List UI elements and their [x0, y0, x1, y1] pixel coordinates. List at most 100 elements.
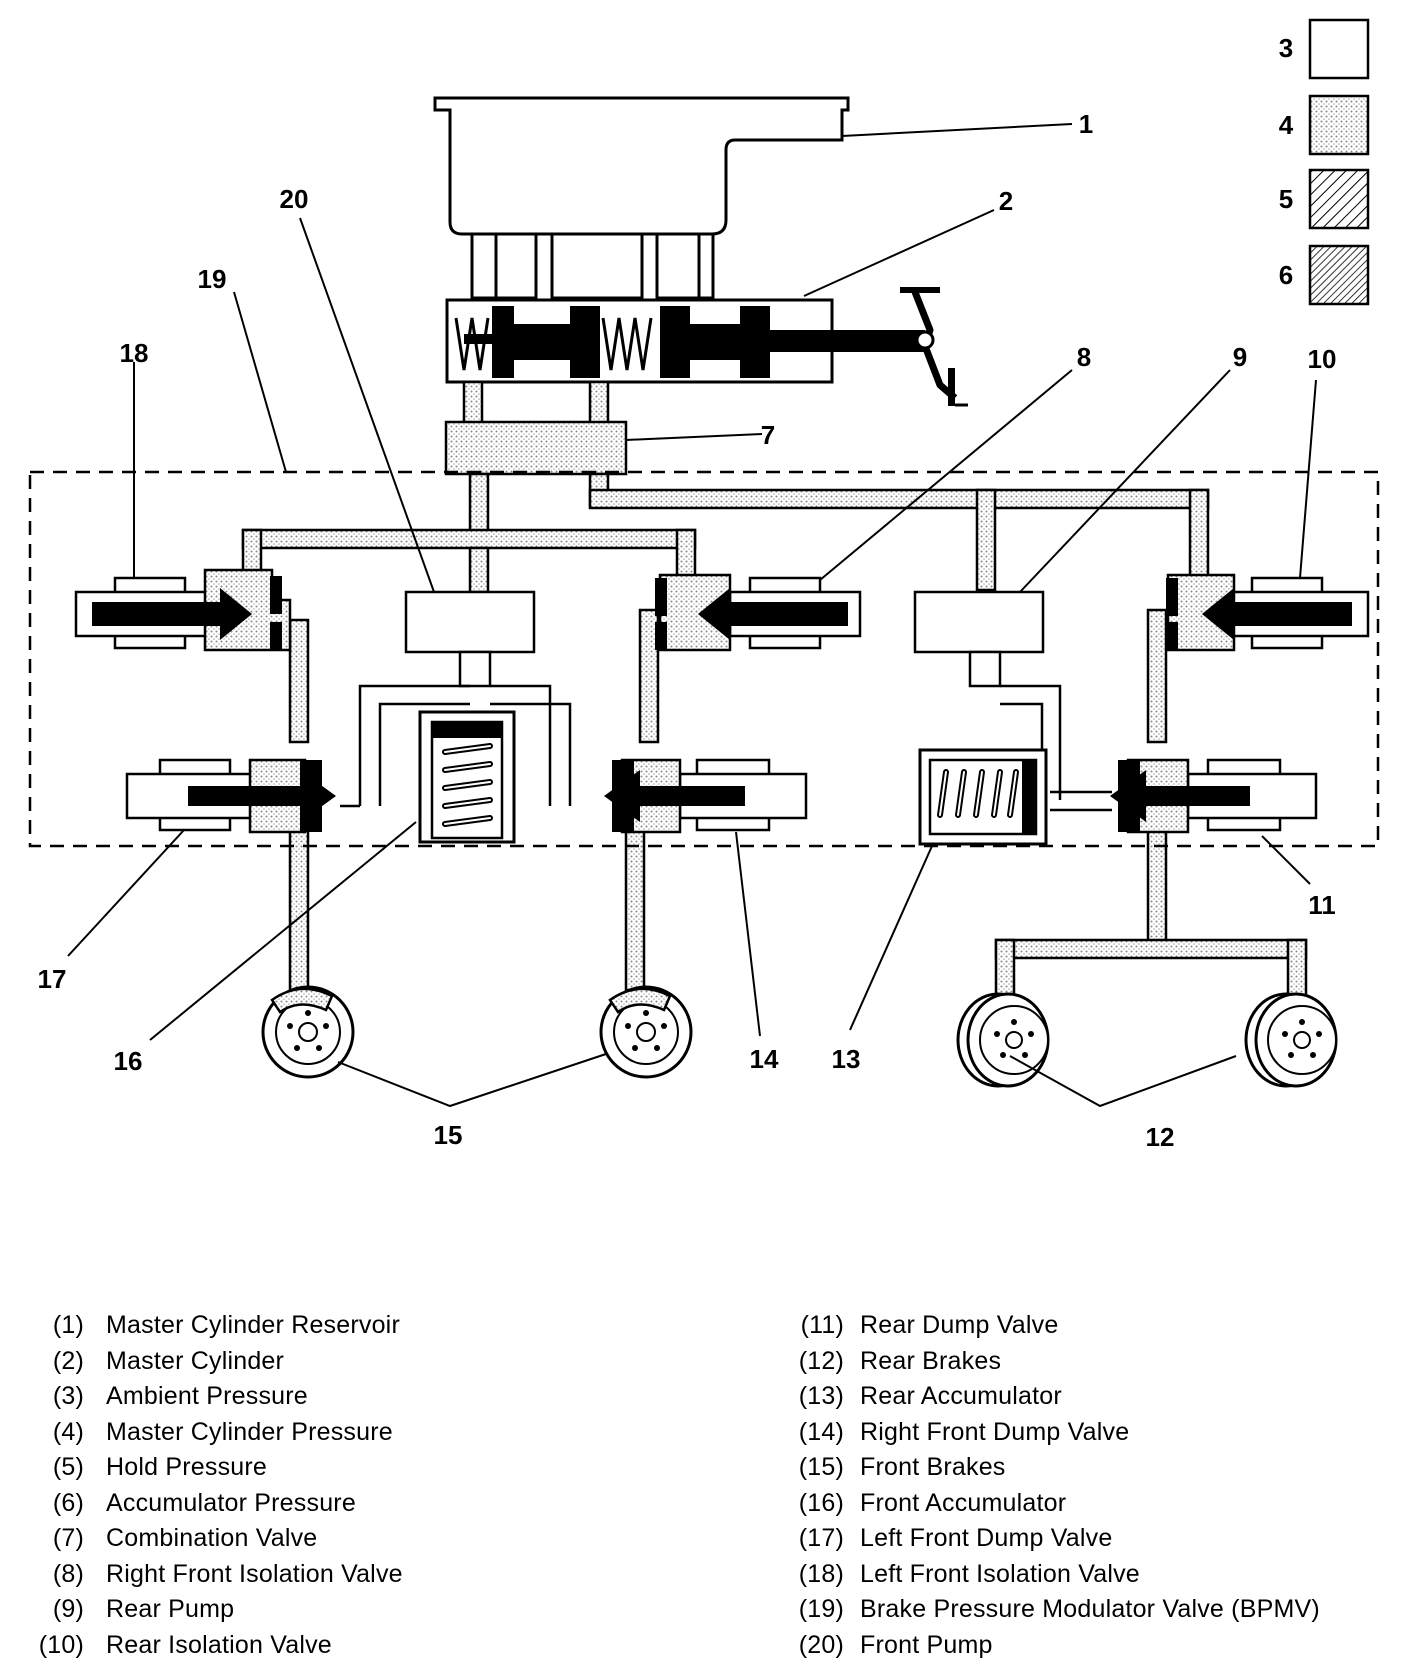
legend-item-label: Hold Pressure: [106, 1453, 267, 1482]
legend-item-label: Combination Valve: [106, 1524, 317, 1553]
rear-brake-left: [958, 994, 1048, 1086]
legend-item-label: Master Cylinder Pressure: [106, 1418, 393, 1447]
legend-item-label: Ambient Pressure: [106, 1382, 308, 1411]
legend-item-number: (20): [780, 1631, 844, 1660]
legend-item: (7) Combination Valve: [30, 1521, 403, 1557]
legend-item-number: (12): [780, 1347, 844, 1376]
callout-17: 17: [38, 964, 67, 994]
legend-item: (16) Front Accumulator: [780, 1486, 1320, 1522]
master-cylinder-reservoir: [435, 98, 848, 298]
callout-9: 9: [1233, 342, 1247, 372]
legend-item-label: Front Pump: [860, 1631, 993, 1660]
legend-item-label: Left Front Isolation Valve: [860, 1560, 1140, 1589]
legend-item-number: (15): [780, 1453, 844, 1482]
swatch-hold-pressure: [1310, 170, 1368, 228]
legend-item: (14) Right Front Dump Valve: [780, 1415, 1320, 1451]
legend-item: (12) Rear Brakes: [780, 1344, 1320, 1380]
legend-item: (10)Rear Isolation Valve: [30, 1628, 403, 1663]
rear-accumulator: [920, 750, 1046, 844]
combination-valve: [446, 422, 626, 474]
legend-item: (15) Front Brakes: [780, 1450, 1320, 1486]
callout-18: 18: [120, 338, 149, 368]
legend-item: (11) Rear Dump Valve: [780, 1308, 1320, 1344]
left-front-dump-valve: [127, 760, 336, 832]
legend-item-label: Brake Pressure Modulator Valve (BPMV): [860, 1595, 1320, 1624]
legend-item: (13) Rear Accumulator: [780, 1379, 1320, 1415]
legend-item: (1) Master Cylinder Reservoir: [30, 1308, 403, 1344]
callout-15: 15: [434, 1120, 463, 1150]
legend-item-number: (13): [780, 1382, 844, 1411]
callout-16: 16: [114, 1046, 143, 1076]
legend-item-label: Master Cylinder Reservoir: [106, 1311, 400, 1340]
legend-item-number: (17): [780, 1524, 844, 1553]
callout-1: 1: [1079, 109, 1093, 139]
legend-item-label: Front Brakes: [860, 1453, 1006, 1482]
rear-pump: [915, 592, 1043, 686]
callout-3: 3: [1279, 33, 1293, 63]
legend-left-column: (1) Master Cylinder Reservoir (2) Master Cy…: [30, 1308, 403, 1663]
callout-5: 5: [1279, 184, 1293, 214]
legend-item-number: (4): [30, 1418, 84, 1447]
right-front-dump-valve: [604, 760, 806, 832]
legend-item-number: (7): [30, 1524, 84, 1553]
legend-item-number: (10): [30, 1631, 84, 1660]
callout-7: 7: [761, 420, 775, 450]
swatch-ambient: [1310, 20, 1368, 78]
legend-item-number: (18): [780, 1560, 844, 1589]
left-front-isolation-valve: [76, 570, 290, 650]
callout-12: 12: [1146, 1122, 1175, 1152]
callout-6: 6: [1279, 260, 1293, 290]
master-cylinder: [447, 290, 968, 406]
legend-item: (19) Brake Pressure Modulator Valve (BPMV…: [780, 1592, 1320, 1628]
legend-item: (6) Accumulator Pressure: [30, 1486, 403, 1522]
legend-item-label: Front Accumulator: [860, 1489, 1066, 1518]
legend-item: (17) Left Front Dump Valve: [780, 1521, 1320, 1557]
legend-right-column: (11) Rear Dump Valve (12) Rear Brakes (13) Re…: [780, 1308, 1320, 1663]
legend-item-number: (14): [780, 1418, 844, 1447]
front-brake-right: [601, 987, 691, 1077]
front-accumulator: [420, 712, 514, 842]
legend-item-label: Rear Brakes: [860, 1347, 1001, 1376]
legend-item-label: Rear Accumulator: [860, 1382, 1062, 1411]
legend-item: (2) Master Cylinder: [30, 1344, 403, 1380]
callout-2: 2: [999, 186, 1013, 216]
legend-item-number: (19): [780, 1595, 844, 1624]
callout-20: 20: [280, 184, 309, 214]
callout-19: 19: [198, 264, 227, 294]
legend-item-label: Right Front Dump Valve: [860, 1418, 1129, 1447]
swatch-accumulator-pressure: [1310, 246, 1368, 304]
legend-item: (5)Hold Pressure: [30, 1450, 403, 1486]
callout-14: 14: [750, 1044, 779, 1074]
legend-item-number: (1): [30, 1311, 84, 1340]
legend-item-number: (11): [780, 1311, 844, 1340]
legend-item-number: (2): [30, 1347, 84, 1376]
callout-4: 4: [1279, 110, 1294, 140]
legend-item-label: Rear Dump Valve: [860, 1311, 1058, 1340]
legend-item-number: (6): [30, 1489, 84, 1518]
hydraulic-lines: [243, 382, 1306, 1002]
legend-item: (3) Ambient Pressure: [30, 1379, 403, 1415]
legend-item-number: (3): [30, 1382, 84, 1411]
rear-isolation-valve: [1166, 575, 1368, 650]
legend-item: (4) Master Cylinder Pressure: [30, 1415, 403, 1451]
legend-item: (18) Left Front Isolation Valve: [780, 1557, 1320, 1593]
callout-13: 13: [832, 1044, 861, 1074]
callout-10: 10: [1308, 344, 1337, 374]
front-pump: [406, 592, 534, 686]
legend-item: (20) Front Pump: [780, 1628, 1320, 1663]
callout-11: 11: [1308, 890, 1336, 920]
legend-item-number: (8): [30, 1560, 84, 1589]
swatch-master-cylinder-pressure: [1310, 96, 1368, 154]
right-front-isolation-valve: [655, 575, 860, 650]
callout-8: 8: [1077, 342, 1091, 372]
legend-item-label: Rear Pump: [106, 1595, 234, 1624]
legend-item-label: Right Front Isolation Valve: [106, 1560, 403, 1589]
legend-item-label: Accumulator Pressure: [106, 1489, 356, 1518]
legend-item: (9) Rear Pump: [30, 1592, 403, 1628]
rear-brake-right: [1246, 994, 1336, 1086]
legend-item: (8) Right Front Isolation Valve: [30, 1557, 403, 1593]
legend-item-number: (9): [30, 1595, 84, 1624]
legend-item-label: Left Front Dump Valve: [860, 1524, 1112, 1553]
legend-item-label: Master Cylinder: [106, 1347, 284, 1376]
legend-item-number: (16): [780, 1489, 844, 1518]
